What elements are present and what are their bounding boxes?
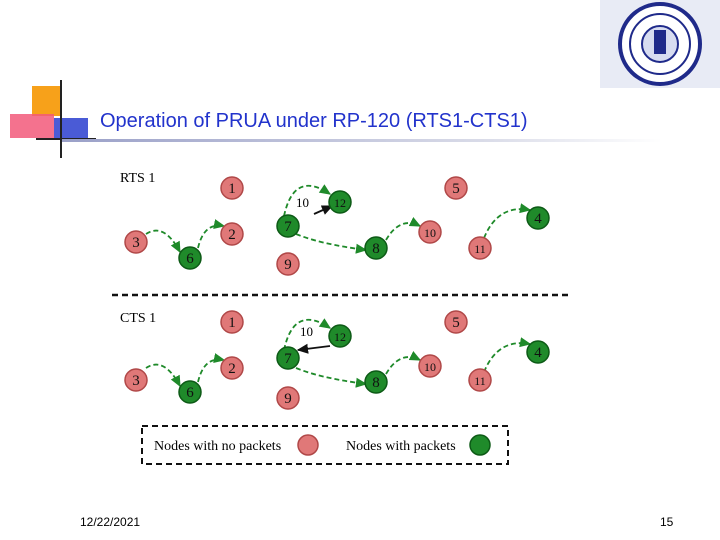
top-edge-e-8-10 <box>385 216 422 241</box>
bottom-node-7 <box>276 346 300 370</box>
top-node-11 <box>468 236 492 260</box>
bottom-node-3 <box>124 368 148 392</box>
bottom-node-6 <box>178 380 202 404</box>
legend-no-packets-swatch <box>297 434 319 456</box>
top-node-label-6: 6 <box>186 251 194 267</box>
top-edge-e-6-2 <box>197 219 226 249</box>
top-edge-e-7-12 <box>283 184 332 217</box>
bottom-node-8 <box>364 370 388 394</box>
panel-bottom-label: CTS 1 <box>120 311 156 326</box>
top-node-label-11: 11 <box>474 242 486 256</box>
top-node-label-4: 4 <box>534 211 542 227</box>
bottom-edge-e-7-8 <box>295 367 368 388</box>
top-node-9 <box>276 252 300 276</box>
bottom-node-label-1: 1 <box>228 315 236 331</box>
bottom-node-label-12: 12 <box>334 330 346 344</box>
top-node-4 <box>526 206 550 230</box>
top-node-label-10: 10 <box>424 226 436 240</box>
bottom-edge-e-6-2 <box>197 353 226 383</box>
decor-orange-square <box>32 86 62 116</box>
title-underline <box>62 139 662 142</box>
top-node-2 <box>220 222 244 246</box>
legend-with-packets-swatch <box>469 434 491 456</box>
footer-page-number: 15 <box>660 515 674 529</box>
bottom-edge-e-3-6 <box>145 363 181 388</box>
bottom-node-label-4: 4 <box>534 345 542 361</box>
bottom-node-4 <box>526 340 550 364</box>
bottom-edge-e-7-12 <box>283 318 332 351</box>
top-node-3 <box>124 230 148 254</box>
top-node-7 <box>276 214 300 238</box>
footer-date: 12/22/2021 <box>80 515 141 529</box>
bottom-node-label-11: 11 <box>474 374 486 388</box>
decor-pink-square <box>10 114 54 138</box>
top-node-10 <box>418 220 442 244</box>
bottom-node-label-9: 9 <box>284 391 292 407</box>
bottom-node-label-5: 5 <box>452 315 460 331</box>
top-node-label-7: 7 <box>284 219 292 235</box>
top-node-label-12: 12 <box>334 196 346 210</box>
top-node-label-5: 5 <box>452 181 460 197</box>
top-node-5 <box>444 176 468 200</box>
bottom-edge-e-11-4 <box>483 337 532 373</box>
bottom-node-label-10: 10 <box>424 360 436 374</box>
university-logo <box>600 0 720 88</box>
legend-box <box>141 425 509 465</box>
top-node-label-3: 3 <box>132 235 140 251</box>
decor-blue-square <box>54 118 88 140</box>
edge-label-top: 10 <box>296 195 309 210</box>
bottom-node-10 <box>418 354 442 378</box>
bottom-node-label-3: 3 <box>132 373 140 389</box>
bottom-edge-control <box>296 343 331 354</box>
top-edge-e-7-8 <box>295 233 368 254</box>
top-node-1 <box>220 176 244 200</box>
bottom-node-1 <box>220 310 244 334</box>
page-title: Operation of PRUA under RP-120 (RTS1-CTS… <box>100 110 528 132</box>
bottom-edge-e-8-10 <box>385 350 422 375</box>
edges-top <box>145 184 532 254</box>
top-node-8 <box>364 236 388 260</box>
top-edge-e-11-4 <box>483 203 532 239</box>
top-edge-e-3-6 <box>145 229 181 254</box>
bottom-node-label-7: 7 <box>284 351 292 367</box>
edge-label-bottom: 10 <box>300 324 313 339</box>
top-node-label-1: 1 <box>228 181 236 197</box>
bottom-node-12 <box>328 324 352 348</box>
bottom-node-label-6: 6 <box>186 385 194 401</box>
top-node-label-2: 2 <box>228 227 236 243</box>
bottom-node-11 <box>468 368 492 392</box>
panel-top-label: RTS 1 <box>120 171 155 186</box>
top-node-label-8: 8 <box>372 241 380 257</box>
bottom-node-label-2: 2 <box>228 361 236 377</box>
legend-no-packets-label: Nodes with no packets <box>154 439 281 454</box>
top-node-12 <box>328 190 352 214</box>
bottom-node-9 <box>276 386 300 410</box>
decor-vertical-line <box>60 80 62 158</box>
edges-bottom <box>145 318 532 388</box>
bottom-node-5 <box>444 310 468 334</box>
legend-with-packets-label: Nodes with packets <box>346 439 456 454</box>
top-edge-control <box>313 205 334 215</box>
bottom-node-label-8: 8 <box>372 375 380 391</box>
top-node-6 <box>178 246 202 270</box>
bottom-node-2 <box>220 356 244 380</box>
top-node-label-9: 9 <box>284 257 292 273</box>
